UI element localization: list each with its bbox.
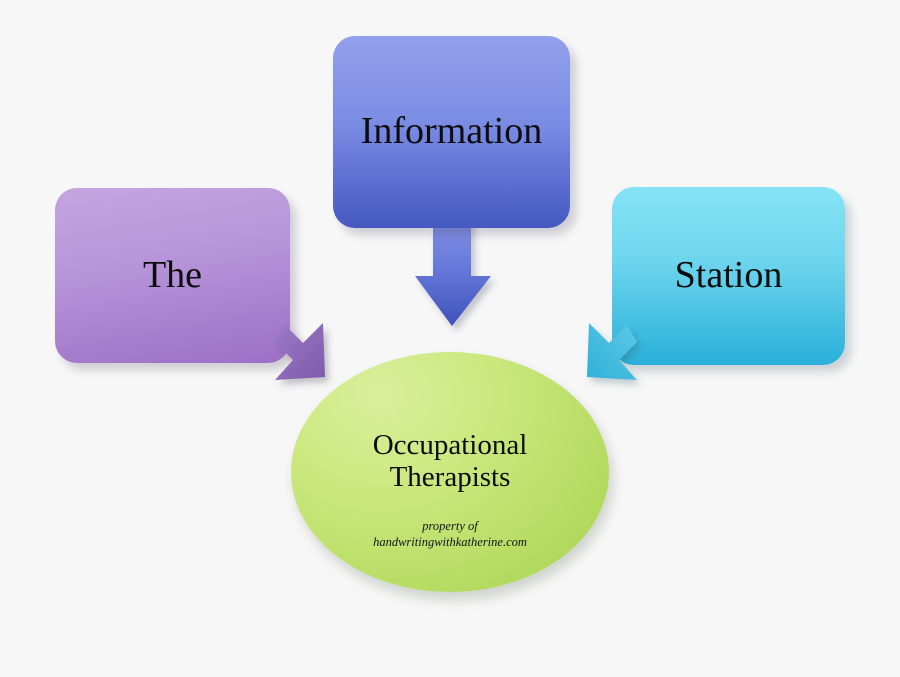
diagonal-arrow-down-left-icon bbox=[587, 323, 637, 380]
node-the-box[interactable]: The bbox=[55, 188, 290, 363]
ellipse-title-line-2: Therapists bbox=[389, 461, 511, 494]
node-the-label: The bbox=[142, 253, 203, 296]
watermark-line-1: property of bbox=[422, 518, 478, 533]
diagonal-arrow-down-right-icon bbox=[275, 323, 325, 380]
down-arrow-icon bbox=[415, 200, 491, 326]
node-station-box[interactable]: Station bbox=[612, 187, 845, 365]
ellipse-title: Occupational Therapists bbox=[373, 429, 528, 494]
node-occupational-therapists-ellipse[interactable]: Occupational Therapists property of hand… bbox=[291, 352, 609, 592]
node-station-label: Station bbox=[674, 254, 783, 297]
watermark-line-2: handwritingwithkatherine.com bbox=[373, 535, 527, 550]
node-information-box[interactable]: Information bbox=[333, 36, 570, 228]
ellipse-title-line-1: Occupational bbox=[372, 428, 528, 461]
watermark: property of handwritingwithkatherine.com bbox=[373, 518, 527, 552]
node-information-label: Information bbox=[360, 110, 543, 153]
